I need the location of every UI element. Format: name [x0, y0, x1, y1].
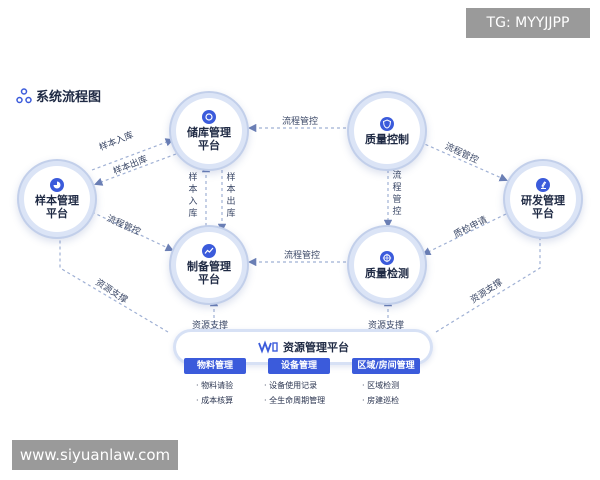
- node-quality-control-label: 质量控制: [365, 132, 409, 146]
- wave-icon: [258, 340, 278, 354]
- node-quality-test: 质量检测: [354, 232, 420, 298]
- microscope-icon: [536, 178, 550, 192]
- edge-sample-prep: [91, 211, 174, 252]
- list-item: · 区域检测: [362, 381, 400, 390]
- diagram-title-text: 系统流程图: [36, 90, 102, 105]
- edge-label-qc-test: 流程管控: [392, 171, 402, 217]
- target-icon: [380, 250, 394, 265]
- list-item: · 物料请验: [196, 381, 234, 390]
- diagram-title: 系统流程图: [16, 86, 101, 105]
- node-sample-label: 样本管理平台: [35, 194, 79, 220]
- node-prep: 制备管理平台: [176, 232, 242, 298]
- edge-label-test-prep: 流程管控: [284, 251, 321, 261]
- watermark-bottom: www.siyuanlaw.com: [12, 440, 178, 470]
- chart-icon: [50, 178, 64, 192]
- edge-label-platform-test: 资源支撑: [368, 321, 405, 331]
- edge-qc-rnd: [419, 141, 508, 182]
- list-item: · 全生命周期管理: [264, 396, 326, 405]
- watermark-top: TG: MYYJJPP: [466, 8, 590, 38]
- edge-sample-out: [94, 153, 177, 186]
- node-quality-control: 质量控制: [354, 98, 420, 164]
- group-materials-items: · 物料请验 · 成本核算: [196, 378, 233, 408]
- node-rnd-label: 研发管理平台: [521, 194, 565, 220]
- group-area-room: 区域/房间管理: [352, 358, 420, 374]
- node-storage: 储库管理平台: [176, 98, 242, 164]
- group-equipment: 设备管理: [268, 358, 330, 374]
- node-rnd: 研发管理平台: [510, 166, 576, 232]
- trend-icon: [202, 244, 216, 258]
- group-equipment-items: · 设备使用记录 · 全生命周期管理: [264, 378, 325, 408]
- resource-platform-title: 资源管理平台: [283, 341, 349, 354]
- list-item: · 设备使用记录: [264, 381, 318, 390]
- flow-icon: [16, 87, 32, 103]
- edge-label-storage-prep: 样本出库: [226, 173, 236, 219]
- group-area-room-items: · 区域检测 · 房建巡检: [362, 378, 399, 408]
- resource-platform: 资源管理平台: [176, 332, 430, 362]
- list-item: · 成本核算: [196, 396, 234, 405]
- edge-label-prep-storage: 样本入库: [188, 173, 198, 219]
- node-sample: 样本管理平台: [24, 166, 90, 232]
- edge-sample-in: [91, 138, 174, 171]
- edge-label-platform-prep: 资源支撑: [192, 321, 229, 331]
- node-prep-label: 制备管理平台: [187, 260, 231, 286]
- edge-platform-sample: [55, 229, 169, 333]
- list-item: · 房建巡检: [362, 396, 400, 405]
- node-storage-label: 储库管理平台: [187, 126, 231, 152]
- edge-platform-rnd: [435, 229, 545, 333]
- node-quality-test-label: 质量检测: [365, 266, 409, 280]
- shield-icon: [380, 116, 394, 131]
- group-materials: 物料管理: [184, 358, 246, 374]
- database-icon: [202, 110, 216, 124]
- edge-label-qc-storage: 流程管控: [282, 117, 319, 127]
